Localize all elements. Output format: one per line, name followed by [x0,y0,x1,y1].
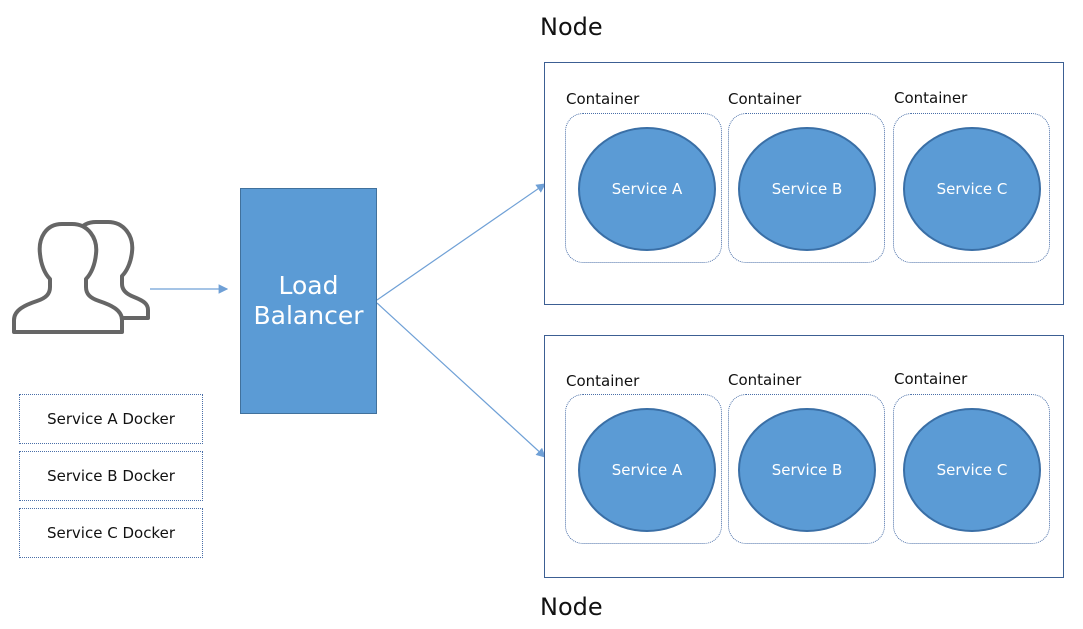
container-label: Container [894,370,968,388]
service-b: Service B [738,127,876,251]
container-box [565,113,722,263]
docker-image-service-a: Service A Docker [19,394,203,444]
container-label: Container [728,90,802,108]
service-b: Service B [738,408,876,532]
docker-image-service-b: Service B Docker [19,451,203,501]
container-box [728,113,885,263]
container-box [728,394,885,544]
docker-image-service-c: Service C Docker [19,508,203,558]
node-label: Node [540,593,603,621]
container-label: Container [566,372,640,390]
container-box [893,113,1050,263]
node-label: Node [540,13,603,41]
service-a: Service A [578,127,716,251]
container-label: Container [566,90,640,108]
load-balancer-label-line2: Balancer [253,301,364,330]
load-balancer: Load Balancer [240,188,377,414]
container-label: Container [728,371,802,389]
container-box [893,394,1050,544]
service-c: Service C [903,408,1041,532]
container-box [565,394,722,544]
arrow-lb-to-node-2 [376,302,546,458]
container-label: Container [894,89,968,107]
service-c: Service C [903,127,1041,251]
load-balancer-label-line1: Load [278,271,339,300]
service-a: Service A [578,408,716,532]
arrow-lb-to-node-1 [376,183,546,301]
users-icon [12,220,150,334]
